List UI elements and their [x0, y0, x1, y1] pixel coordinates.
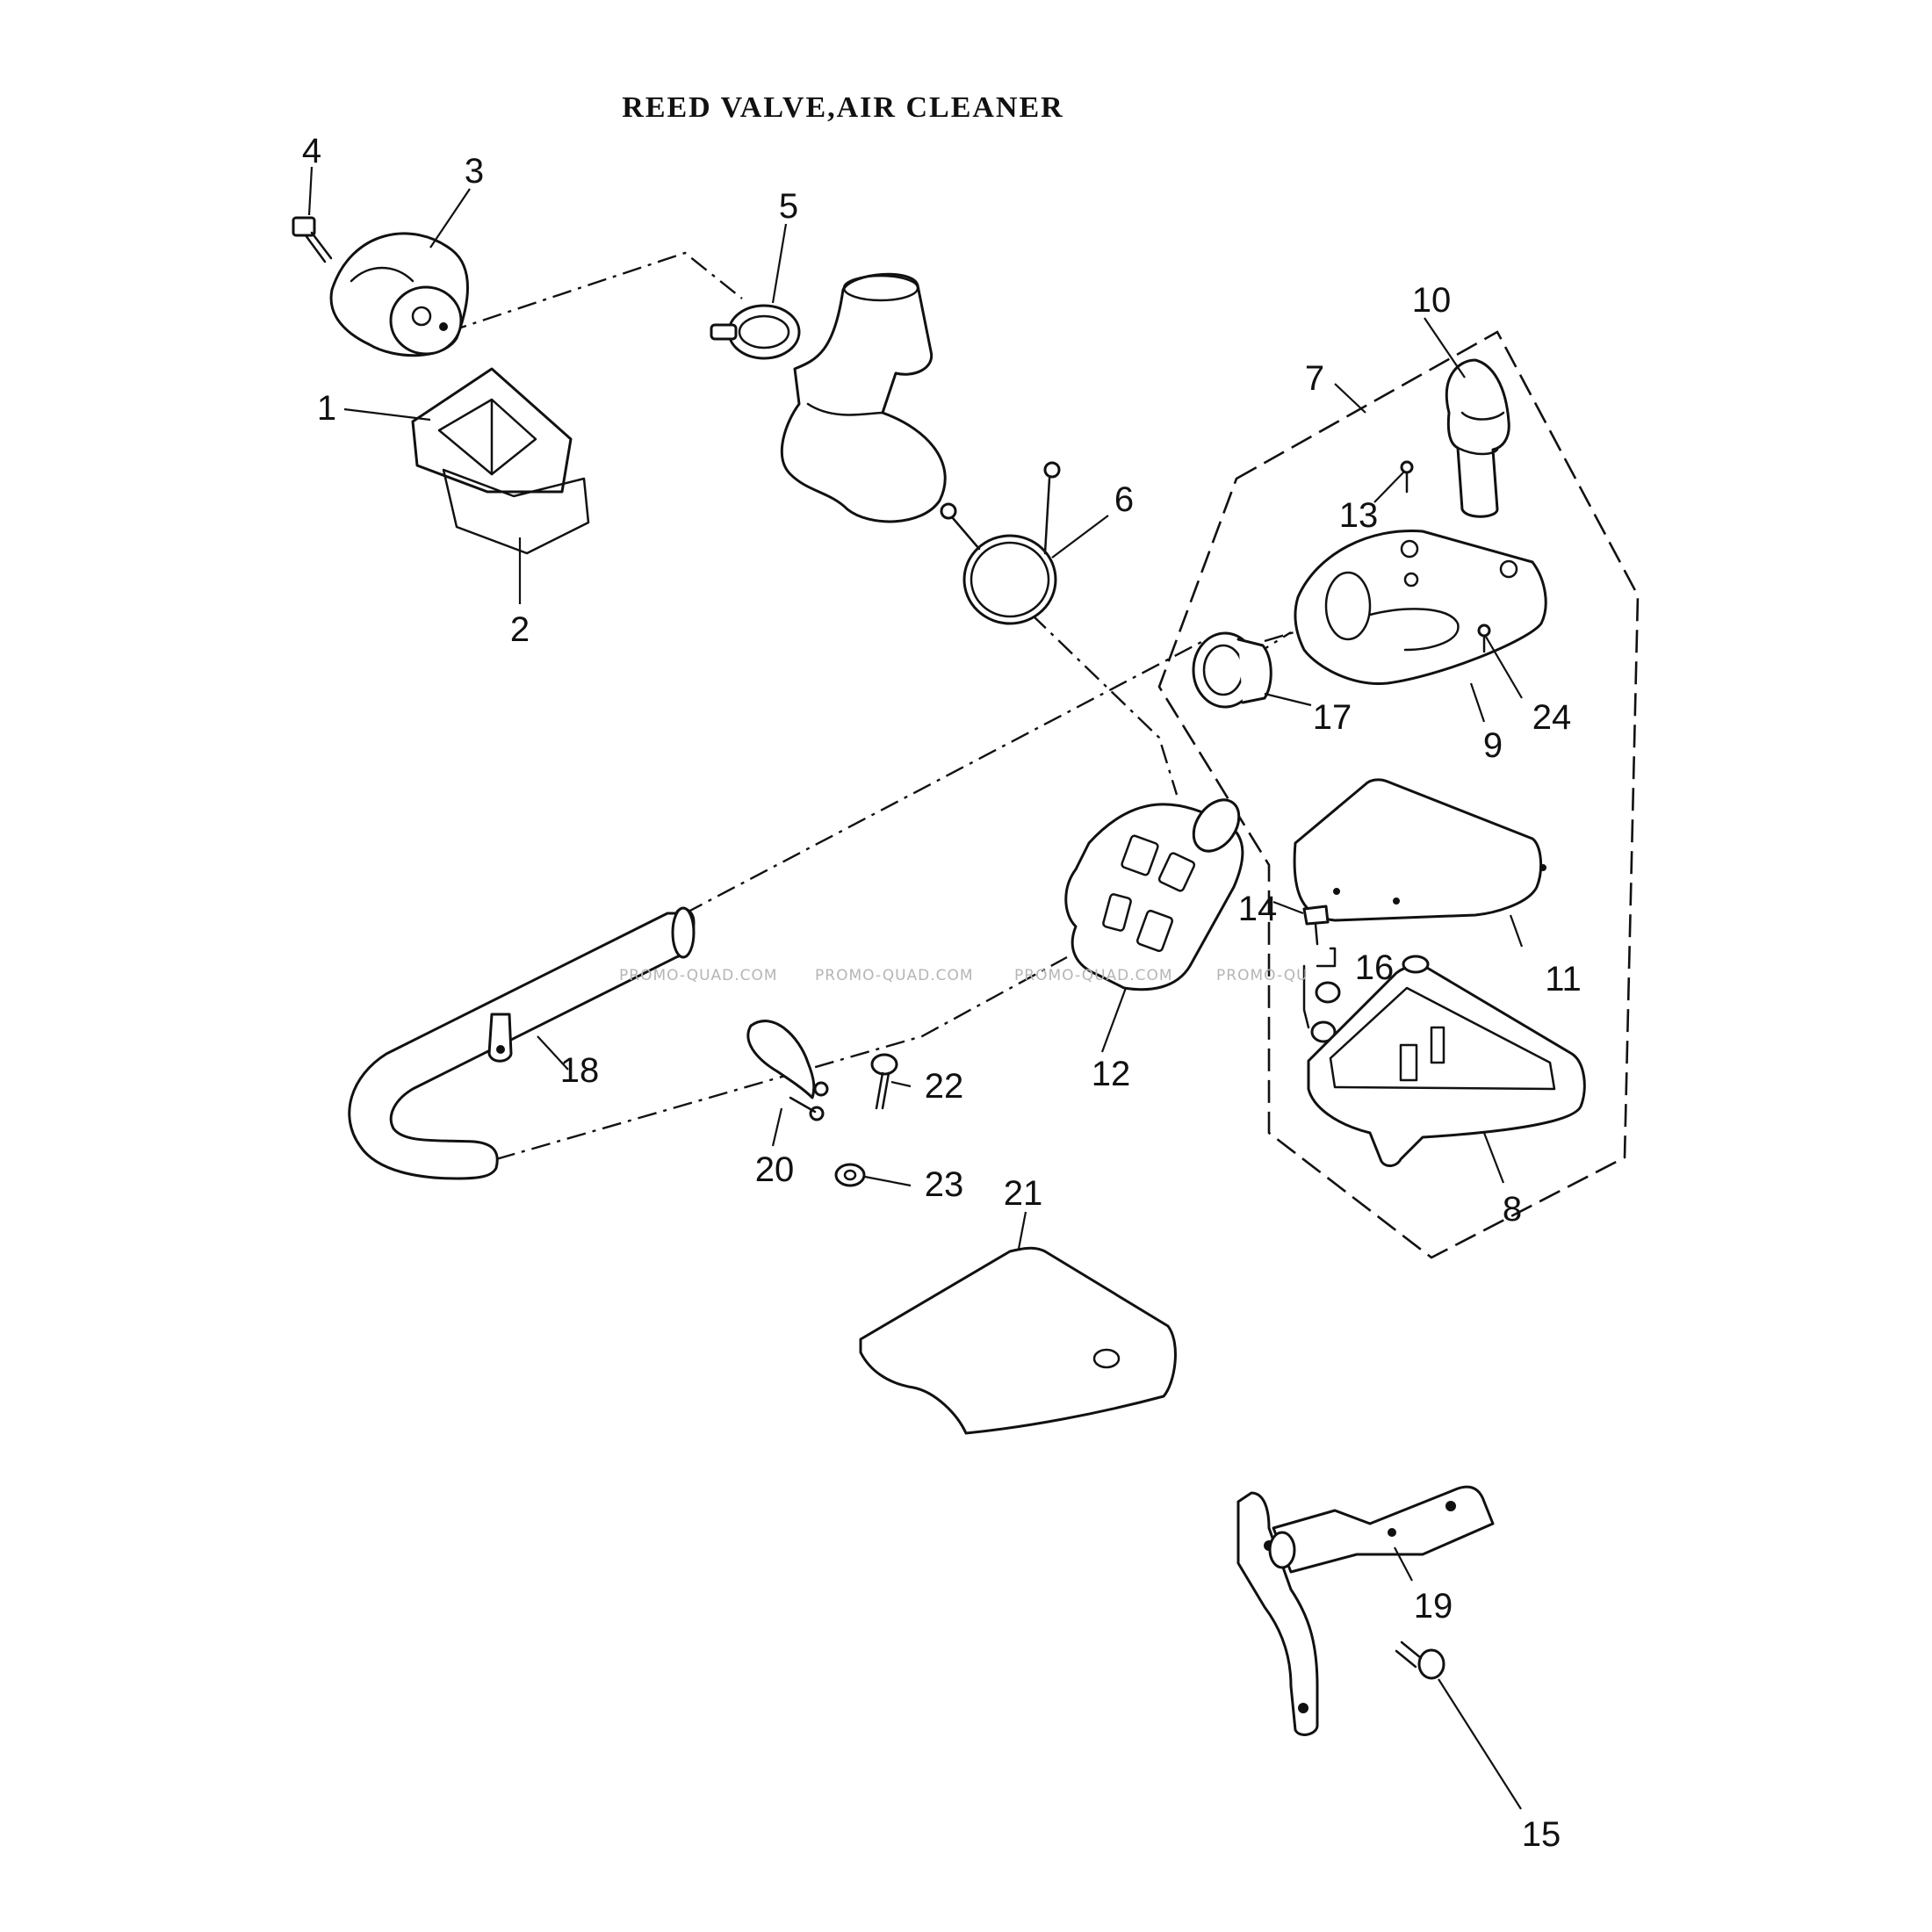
bolt-part-15: [1395, 1640, 1445, 1680]
joint-grommet-part-17: [1192, 631, 1272, 709]
callout-18: 18: [560, 1051, 600, 1090]
callout-1: 1: [317, 389, 336, 428]
inlet-duct-part-12: [1064, 798, 1244, 991]
callout-13: 13: [1339, 496, 1379, 535]
callout-14: 14: [1238, 890, 1278, 928]
bolt-part-14: [1302, 905, 1337, 968]
screw-part-13: [1400, 460, 1414, 494]
air-cleaner-case-part-8: [1307, 955, 1586, 1167]
watermark-4: PROMO-QU: [1216, 967, 1308, 984]
nut-part-23: [834, 1163, 866, 1187]
watermarks: PROMO-QUAD.COM PROMO-QUAD.COM PROMO-QUAD…: [619, 967, 1308, 984]
clamp-ring-part-6: [940, 461, 1061, 625]
callout-3: 3: [465, 152, 484, 191]
diagram-title: REED VALVE,AIR CLEANER: [622, 91, 1063, 124]
seal-plate-part-21: [859, 1246, 1177, 1435]
hose-clamp-part-20: [746, 1020, 829, 1121]
callout-6: 6: [1114, 480, 1134, 519]
callout-22: 22: [925, 1067, 964, 1106]
callout-9: 9: [1483, 726, 1503, 765]
screw-part-24: [1477, 624, 1491, 653]
air-cleaner-assembly-outline: [1157, 330, 1640, 1259]
watermark-1: PROMO-QUAD.COM: [619, 967, 778, 984]
reed-valve-body-part-3: [329, 232, 469, 357]
gasket-part-2: [442, 468, 590, 555]
callout-leader-lines: [307, 166, 1524, 1810]
breather-tube-part-10: [1445, 358, 1510, 518]
bolt-part-4: [292, 216, 333, 263]
callout-19: 19: [1414, 1587, 1453, 1626]
breather-hose-part-18: [348, 906, 696, 1180]
air-cleaner-cover-part-9: [1294, 529, 1547, 685]
callout-numbers: 1 2 3 4 5 6 7 8 9 10 11 12 13 14 15 16 1…: [302, 132, 1582, 1854]
watermark-2: PROMO-QUAD.COM: [815, 967, 974, 984]
callout-20: 20: [755, 1150, 795, 1189]
callout-7: 7: [1305, 359, 1324, 398]
bolt-part-22: [870, 1053, 898, 1110]
callout-5: 5: [779, 187, 798, 226]
bracket-part-19: [1236, 1485, 1495, 1736]
watermark-3: PROMO-QUAD.COM: [1014, 967, 1173, 984]
callout-16: 16: [1355, 948, 1395, 987]
air-filter-element-part-11: [1293, 778, 1546, 922]
callout-17: 17: [1313, 698, 1352, 737]
callout-21: 21: [1004, 1174, 1043, 1213]
callout-12: 12: [1092, 1055, 1131, 1093]
reed-plate-part-1: [411, 367, 573, 494]
callout-23: 23: [925, 1165, 964, 1204]
callout-24: 24: [1532, 698, 1572, 737]
nut-part-16: [1302, 964, 1341, 1043]
callout-4: 4: [302, 132, 321, 170]
callout-10: 10: [1412, 281, 1452, 320]
intake-manifold: [781, 272, 947, 523]
hose-clamp-part-5: [710, 304, 801, 360]
callout-2: 2: [510, 610, 530, 649]
callout-15: 15: [1522, 1815, 1561, 1854]
callout-8: 8: [1503, 1190, 1522, 1229]
callout-11: 11: [1545, 960, 1582, 998]
